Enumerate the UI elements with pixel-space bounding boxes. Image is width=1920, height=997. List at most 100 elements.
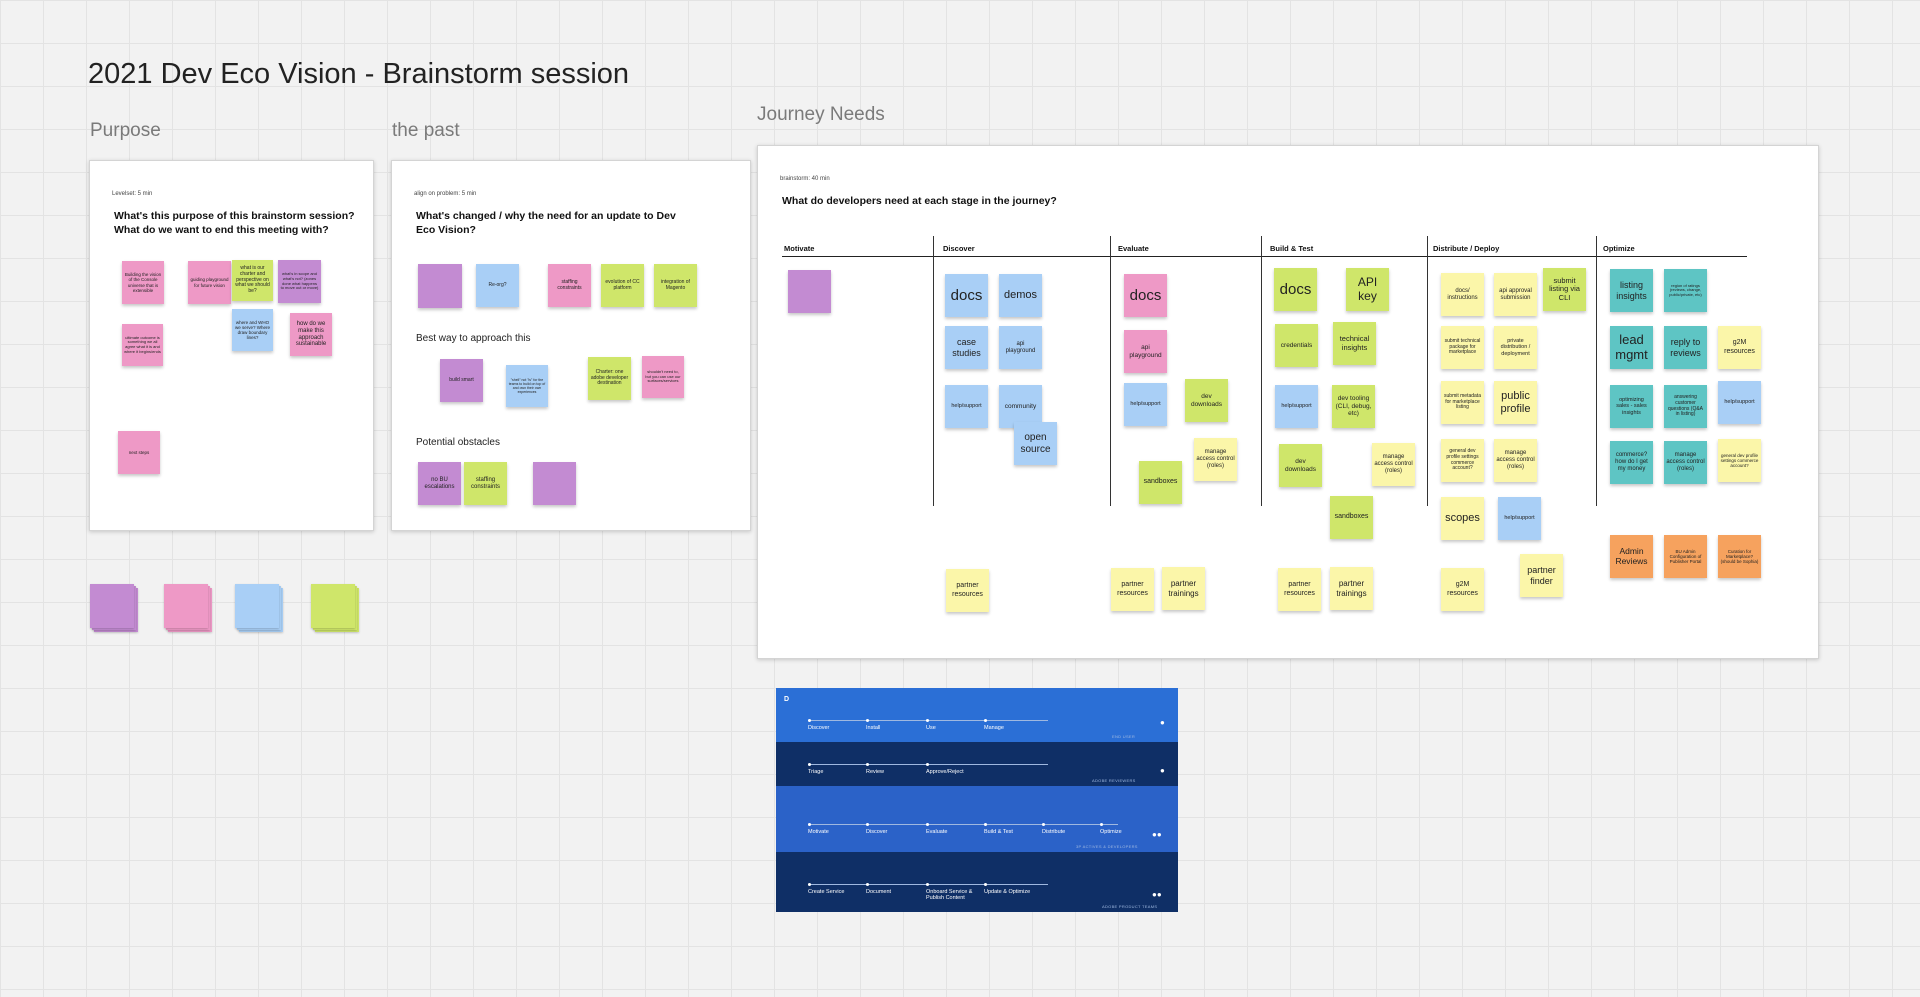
sticky-note[interactable]: partner resources xyxy=(946,569,989,612)
sticky-note[interactable]: Re-org? xyxy=(476,264,519,307)
sticky-note[interactable]: submit metadata for marketplace listing xyxy=(1441,381,1484,424)
sticky-note[interactable]: where and WHO we serve? Where draw bound… xyxy=(232,309,273,351)
sticky-note[interactable]: technical insights xyxy=(1333,322,1376,365)
sticky-note[interactable]: api playground xyxy=(999,326,1042,369)
sticky-note[interactable]: credentials xyxy=(1275,324,1318,367)
sticky-note[interactable]: reply to reviews xyxy=(1664,326,1707,369)
sticky-note[interactable]: guiding playground for future vision xyxy=(188,261,231,304)
sticky-note[interactable]: answering customer questions (Q&A in lis… xyxy=(1664,385,1707,428)
sticky-note[interactable]: private distribution / deployment xyxy=(1494,326,1537,369)
sticky-note[interactable]: shouldn't need to, but you can use our s… xyxy=(642,356,684,398)
sticky-note[interactable]: help/support xyxy=(1275,385,1318,428)
sticky-note[interactable]: help/support xyxy=(1498,497,1541,540)
sticky-note[interactable]: manage access control (roles) xyxy=(1372,443,1415,486)
sticky-note[interactable]: scopes xyxy=(1441,497,1484,540)
persona-icon: ● xyxy=(1160,766,1165,775)
sticky-note[interactable]: what's in scope and what's not? (zones d… xyxy=(278,260,321,303)
journey-diagram-image[interactable]: D Discover Install Use Manage ● END USER… xyxy=(776,688,1178,912)
sticky-note[interactable]: dev downloads xyxy=(1185,379,1228,422)
sticky-note[interactable]: api playground xyxy=(1124,330,1167,373)
sticky-note[interactable]: commerce? how do I get my money xyxy=(1610,441,1653,484)
sticky-note[interactable]: docs/ instructions xyxy=(1441,273,1484,316)
diagram-caption: END USER xyxy=(1112,734,1136,739)
sticky-note[interactable]: sandboxes xyxy=(1139,461,1182,504)
sticky-note[interactable]: how do we make this approach sustainable xyxy=(290,313,332,356)
sticky-note[interactable]: listing insights xyxy=(1610,269,1653,312)
sticky-note[interactable]: community xyxy=(999,385,1042,428)
sticky-stack-purple[interactable] xyxy=(90,584,138,632)
stage-header-build: Build & Test xyxy=(1270,244,1314,253)
sticky-note[interactable]: help/support xyxy=(945,385,988,428)
sticky-note[interactable]: no BU escalations xyxy=(418,462,461,505)
sticky-note[interactable]: api approval submission xyxy=(1494,273,1537,316)
sticky-note[interactable]: help/support xyxy=(1124,383,1167,426)
purpose-frame[interactable]: Levelset: 5 min What's this purpose of t… xyxy=(89,160,374,531)
sticky-stack-blue[interactable] xyxy=(235,584,283,632)
subheading-obstacles: Potential obstacles xyxy=(416,437,500,448)
sticky-note[interactable]: manage access control (roles) xyxy=(1664,441,1707,484)
sticky-note[interactable]: docs xyxy=(945,274,988,317)
sticky-note[interactable]: manage access control (roles) xyxy=(1194,438,1237,481)
sticky-note[interactable]: dev tooling (CLI, debug, etc) xyxy=(1332,385,1375,428)
sticky-stack-pink[interactable] xyxy=(164,584,212,632)
stage-divider-line xyxy=(782,256,1747,257)
sticky-note[interactable]: integration of Magento xyxy=(654,264,697,307)
sticky-note[interactable]: what is our charter and perspective on w… xyxy=(232,260,273,301)
sticky-note[interactable]: partner trainings xyxy=(1162,567,1205,610)
sticky-note[interactable]: manage access control (roles) xyxy=(1494,439,1537,482)
sticky-note[interactable]: API key xyxy=(1346,268,1389,311)
past-frame[interactable]: align on problem: 5 min What's changed /… xyxy=(391,160,751,531)
frame-prompt: What's changed / why the need for an upd… xyxy=(416,210,676,236)
sticky-note[interactable]: Charter: one adobe developer destination xyxy=(588,357,631,400)
sticky-note[interactable]: partner resources xyxy=(1111,568,1154,611)
sticky-note[interactable]: submit listing via CLI xyxy=(1543,268,1586,311)
sticky-note[interactable]: Curation for Marketplace? (should be Sop… xyxy=(1718,535,1761,578)
stage-header-evaluate: Evaluate xyxy=(1118,244,1149,253)
diagram-step: Onboard Service & Publish Content xyxy=(926,889,973,901)
sticky-note[interactable]: open source xyxy=(1014,422,1057,465)
sticky-note[interactable]: sandboxes xyxy=(1330,496,1373,539)
sticky-note[interactable] xyxy=(788,270,831,313)
sticky-note[interactable]: BU Admin Configuration of Publisher Port… xyxy=(1664,535,1707,578)
sticky-note[interactable] xyxy=(533,462,576,505)
sticky-note[interactable]: Building the vision of the Console unive… xyxy=(122,261,164,304)
sticky-note[interactable]: lead mgmt xyxy=(1610,326,1653,369)
sticky-note[interactable] xyxy=(418,264,462,308)
stage-header-motivate: Motivate xyxy=(784,244,815,253)
sticky-note[interactable]: general dev profile settings commerce ac… xyxy=(1441,439,1484,482)
sticky-note[interactable]: optimizing sales - sales insights xyxy=(1610,385,1653,428)
frame-prompt: What do developers need at each stage in… xyxy=(782,195,1057,207)
persona-icon: ●● xyxy=(1152,830,1162,839)
diagram-step: Use xyxy=(926,725,936,731)
sticky-note[interactable]: evolution of CC platform xyxy=(601,264,644,307)
sticky-note[interactable]: docs xyxy=(1124,274,1167,317)
sticky-note[interactable]: partner finder xyxy=(1520,554,1563,597)
sticky-note[interactable]: staffing constraints xyxy=(464,462,507,505)
section-label-journey: Journey Needs xyxy=(757,104,885,125)
sticky-note[interactable]: Admin Reviews xyxy=(1610,535,1653,578)
sticky-note[interactable]: partner trainings xyxy=(1330,567,1373,610)
sticky-note[interactable]: build smart xyxy=(440,359,483,402)
sticky-note[interactable]: help/support xyxy=(1718,381,1761,424)
sticky-note[interactable]: public profile xyxy=(1494,381,1537,424)
section-label-past: the past xyxy=(392,120,460,141)
sticky-note[interactable]: ultimate outcome is something we all agr… xyxy=(122,324,163,366)
journey-frame[interactable]: brainstorm: 40 min What do developers ne… xyxy=(757,145,1819,659)
frame-timer: Levelset: 5 min xyxy=(112,191,153,197)
sticky-note[interactable]: demos xyxy=(999,274,1042,317)
diagram-caption: ADOBE PRODUCT TEAMS xyxy=(1102,904,1158,909)
sticky-note[interactable]: submit technical package for marketplace xyxy=(1441,326,1484,369)
sticky-note[interactable]: staffing constraints xyxy=(548,264,591,307)
sticky-stack-lime[interactable] xyxy=(311,584,359,632)
sticky-note[interactable]: "shell" not "is" for the teams to build … xyxy=(506,365,548,407)
sticky-note[interactable]: dev downloads xyxy=(1279,444,1322,487)
sticky-note[interactable]: partner resources xyxy=(1278,568,1321,611)
sticky-note[interactable]: docs xyxy=(1274,268,1317,311)
sticky-note[interactable]: next steps xyxy=(118,431,160,474)
sticky-note[interactable]: case studies xyxy=(945,326,988,369)
diagram-step: Create Service xyxy=(808,889,845,895)
sticky-note[interactable]: g2M resources xyxy=(1718,326,1761,369)
sticky-note[interactable]: region of ratings (reviews, change, publ… xyxy=(1664,269,1707,312)
sticky-note[interactable]: g2M resources xyxy=(1441,568,1484,611)
sticky-note[interactable]: general dev profile settings commerce ac… xyxy=(1718,439,1761,482)
